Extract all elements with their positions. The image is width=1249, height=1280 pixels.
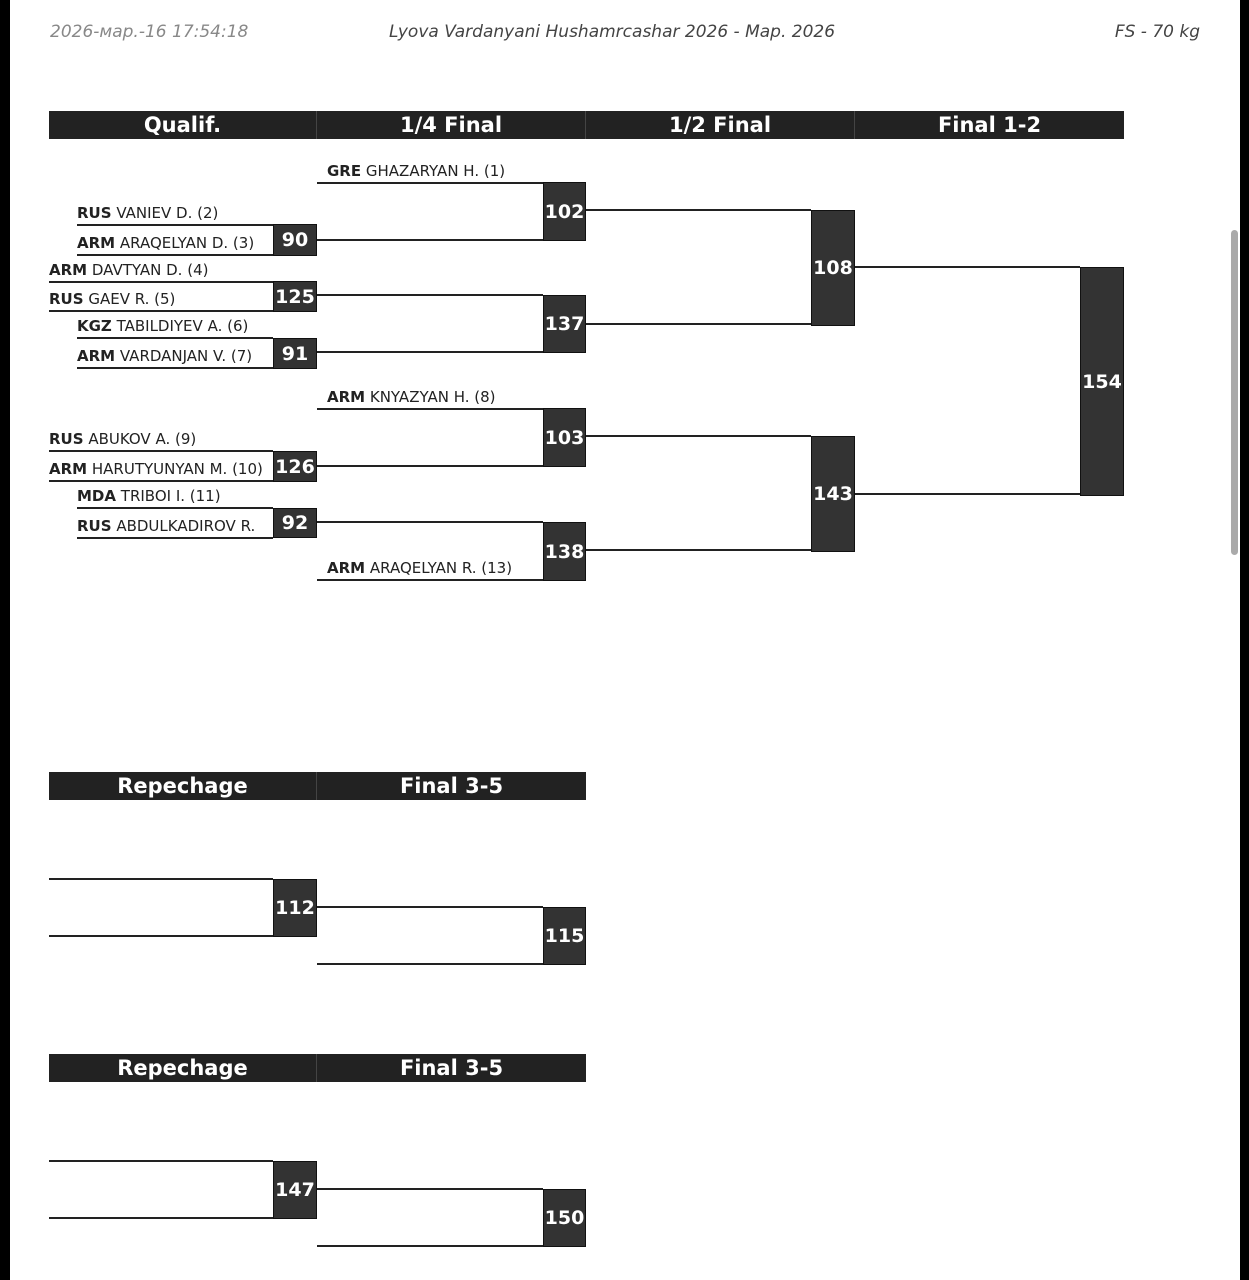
bout-box[interactable]: 150 — [543, 1189, 586, 1247]
country-code: GRE — [327, 162, 362, 180]
athlete-entry[interactable]: GRE GHAZARYAN H. (1) — [317, 156, 543, 184]
bout-box[interactable]: 90 — [273, 224, 317, 256]
country-code: RUS — [49, 430, 84, 448]
connector-line — [317, 521, 543, 523]
athlete-entry[interactable]: ARM HARUTYUNYAN M. (10) — [49, 454, 273, 482]
athlete-name: GHAZARYAN H. (1) — [365, 162, 506, 180]
round-header-repechage: Repechage — [49, 772, 317, 800]
athlete-name: GAEV R. (5) — [88, 290, 176, 308]
athlete-name: ARAQELYAN D. (3) — [119, 234, 255, 252]
empty-entry-line — [49, 1217, 273, 1219]
athlete-entry[interactable]: ARM ARAQELYAN D. (3) — [77, 228, 273, 256]
round-header-quarterfinal: 1/4 Final — [317, 111, 586, 139]
country-code: ARM — [49, 261, 88, 279]
bout-box[interactable]: 138 — [543, 522, 586, 581]
bout-box[interactable]: 125 — [273, 281, 317, 312]
country-code: ARM — [77, 234, 116, 252]
athlete-name: TABILDIYEV A. (6) — [116, 317, 249, 335]
athlete-entry[interactable]: MDA TRIBOI I. (11) — [77, 481, 273, 509]
bout-box[interactable]: 103 — [543, 408, 586, 467]
bout-box[interactable]: 147 — [273, 1161, 317, 1219]
bout-box[interactable]: 102 — [543, 182, 586, 241]
athlete-entry[interactable]: ARM VARDANJAN V. (7) — [77, 341, 273, 369]
athlete-name: VANIEV D. (2) — [116, 204, 219, 222]
athlete-name: HARUTYUNYAN M. (10) — [91, 460, 263, 478]
bout-box[interactable]: 92 — [273, 508, 317, 538]
final-bout-box[interactable]: 154 — [1080, 267, 1124, 496]
empty-entry-line — [49, 1160, 273, 1162]
country-code: ARM — [327, 559, 366, 577]
athlete-entry[interactable]: ARM DAVTYAN D. (4) — [49, 255, 273, 283]
empty-entry-line — [317, 963, 543, 965]
bout-box[interactable]: 112 — [273, 879, 317, 937]
athlete-name: ARAQELYAN R. (13) — [369, 559, 513, 577]
country-code: KGZ — [77, 317, 112, 335]
athlete-entry[interactable]: ARM ARAQELYAN R. (13) — [317, 553, 543, 581]
bout-box[interactable]: 137 — [543, 295, 586, 353]
country-code: ARM — [327, 388, 366, 406]
connector-line — [317, 465, 543, 467]
connector-line — [317, 906, 543, 908]
empty-entry-line — [317, 1245, 543, 1247]
country-code: RUS — [77, 204, 112, 222]
bout-box[interactable]: 126 — [273, 451, 317, 482]
round-header-final: Final 1-2 — [855, 111, 1124, 139]
athlete-name: ABUKOV A. (9) — [88, 430, 197, 448]
bout-box[interactable]: 108 — [811, 210, 855, 326]
connector-line — [586, 549, 811, 551]
athlete-entry[interactable]: ARM KNYAZYAN H. (8) — [317, 382, 543, 410]
connector-line — [586, 323, 811, 325]
country-code: ARM — [49, 460, 88, 478]
connector-line — [317, 294, 543, 296]
bout-box[interactable]: 91 — [273, 338, 317, 369]
athlete-entry[interactable]: KGZ TABILDIYEV A. (6) — [77, 311, 273, 339]
athlete-name: ABDULKADIROV R. — [116, 517, 256, 535]
athlete-entry[interactable]: RUS VANIEV D. (2) — [77, 198, 273, 226]
round-header-final-3-5: Final 3-5 — [317, 1054, 586, 1082]
round-header-final-3-5: Final 3-5 — [317, 772, 586, 800]
athlete-entry[interactable]: RUS GAEV R. (5) — [49, 284, 273, 312]
timestamp: 2026-мар.-16 17:54:18 — [50, 22, 249, 42]
athlete-name: TRIBOI I. (11) — [120, 487, 221, 505]
bout-box[interactable]: 115 — [543, 907, 586, 965]
bout-box[interactable]: 143 — [811, 436, 855, 552]
round-header-repechage: Repechage — [49, 1054, 317, 1082]
athlete-name: DAVTYAN D. (4) — [91, 261, 209, 279]
round-header-qualif: Qualif. — [49, 111, 317, 139]
athlete-entry[interactable]: RUS ABUKOV A. (9) — [49, 424, 273, 452]
empty-entry-line — [49, 878, 273, 880]
country-code: RUS — [77, 517, 112, 535]
athlete-name: VARDANJAN V. (7) — [119, 347, 253, 365]
vertical-scrollbar[interactable] — [1231, 230, 1238, 555]
weight-category: FS - 70 kg — [1114, 22, 1200, 42]
connector-line — [855, 266, 1080, 268]
country-code: MDA — [77, 487, 116, 505]
connector-line — [586, 209, 811, 211]
connector-line — [317, 239, 543, 241]
connector-line — [855, 493, 1080, 495]
round-header-semifinal: 1/2 Final — [586, 111, 855, 139]
connector-line — [317, 351, 543, 353]
connector-line — [317, 1188, 543, 1190]
athlete-name: KNYAZYAN H. (8) — [369, 388, 496, 406]
athlete-entry[interactable]: RUS ABDULKADIROV R. — [77, 511, 273, 539]
connector-line — [586, 435, 811, 437]
empty-entry-line — [49, 935, 273, 937]
country-code: RUS — [49, 290, 84, 308]
country-code: ARM — [77, 347, 116, 365]
bracket-page: 2026-мар.-16 17:54:18 Lyova Vardanyani H… — [10, 0, 1240, 1280]
event-title: Lyova Vardanyani Hushamrcashar 2026 - Ма… — [389, 22, 836, 42]
